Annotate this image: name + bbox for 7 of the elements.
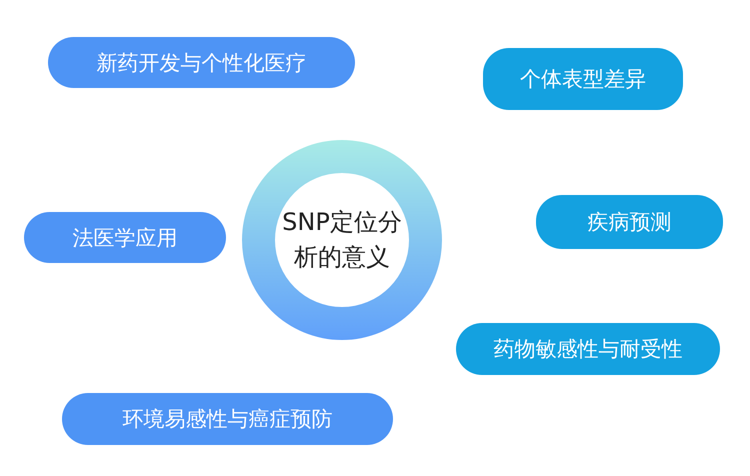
topic-pill: 个体表型差异 (483, 48, 683, 110)
topic-pill: 新药开发与个性化医疗 (48, 37, 355, 88)
topic-pill: 环境易感性与癌症预防 (62, 393, 393, 445)
topic-pill: 疾病预测 (536, 195, 723, 249)
center-title: SNP定位分析的意义 (281, 207, 403, 273)
topic-pill: 药物敏感性与耐受性 (456, 323, 720, 375)
topic-pill: 法医学应用 (24, 212, 226, 263)
